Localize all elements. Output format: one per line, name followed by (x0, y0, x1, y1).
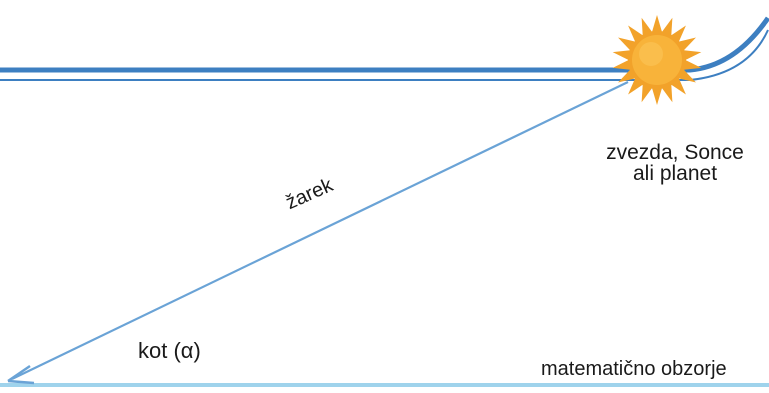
frame-line-gap (0, 23, 769, 76)
frame-line-secondary (0, 29, 769, 81)
sun-label: zvezda, Sonce ali planet (585, 142, 765, 184)
frame-decoration (0, 16, 769, 81)
ray-line (11, 81, 629, 380)
horizon-label: matematično obzorje (541, 358, 727, 380)
angle-label: kot (α) (138, 338, 201, 363)
frame-line-main (0, 16, 769, 73)
arrowhead-icon (7, 364, 35, 385)
sun-icon (612, 15, 702, 105)
sun-label-line2: ali planet (632, 162, 718, 185)
sun-label-line1: zvezda, Sonce (606, 141, 744, 164)
